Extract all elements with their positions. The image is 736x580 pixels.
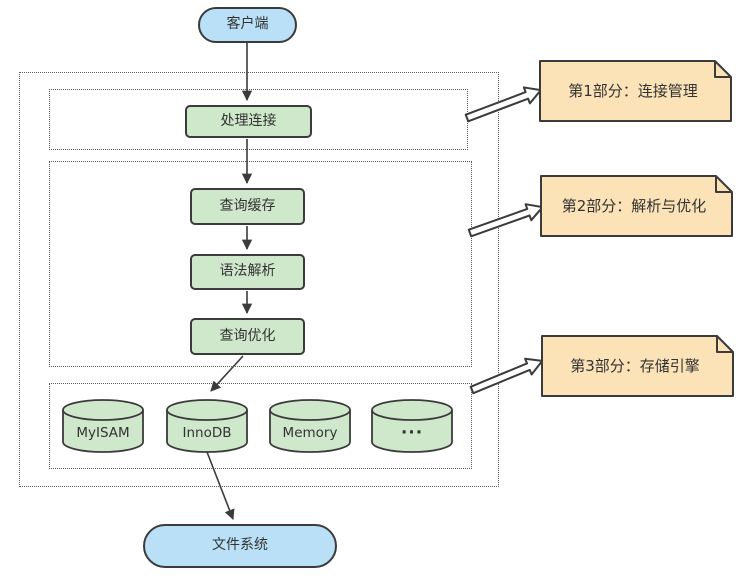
node-query-cache: 查询缓存	[190, 188, 305, 225]
engine-label-myisam: MyISAM	[76, 425, 129, 441]
engine-label-memory: Memory	[283, 425, 338, 441]
cylinder-innodb: InnoDB	[166, 399, 248, 453]
node-handle-connection: 处理连接	[185, 105, 312, 138]
callout-arrow-section3-icon	[469, 357, 544, 395]
node-client: 客户端	[198, 7, 297, 43]
note1-label: 第1部分：连接管理	[568, 82, 698, 100]
node-filesystem-label: 文件系统	[212, 537, 268, 554]
node-handle-connection-label: 处理连接	[220, 112, 277, 129]
note-section1: 第1部分：连接管理	[539, 60, 732, 122]
node-syntax-parse: 语法解析	[190, 254, 305, 290]
section3-storage-engine-box	[49, 383, 472, 469]
engine-label-innodb: InnoDB	[182, 425, 231, 441]
callout-arrow-section1-icon	[464, 86, 542, 123]
node-query-cache-label: 查询缓存	[219, 197, 276, 214]
note-section2: 第2部分：解析与优化	[540, 175, 733, 237]
section2-parse-optimize-box	[49, 161, 472, 367]
cylinder-other-engines: ···	[371, 399, 453, 453]
cylinder-myisam: MyISAM	[62, 399, 144, 453]
node-filesystem: 文件系统	[143, 524, 337, 568]
note3-label: 第3部分：存储引擎	[570, 357, 700, 375]
node-syntax-parse-label: 语法解析	[219, 263, 276, 280]
note3-fold-corner-icon	[716, 336, 733, 353]
connector-optimizer-to-engine	[210, 355, 244, 392]
node-query-optimize-label: 查询优化	[219, 327, 276, 344]
node-query-optimize: 查询优化	[190, 318, 305, 355]
note-section3: 第3部分：存储引擎	[541, 335, 734, 397]
cylinder-memory: Memory	[269, 399, 351, 453]
note2-fold-corner-icon	[715, 176, 732, 193]
callout-arrow-section2-icon	[467, 203, 544, 238]
note1-fold-corner-icon	[714, 61, 731, 78]
node-client-label: 客户端	[226, 16, 269, 33]
engine-label-ellipsis: ···	[401, 423, 423, 443]
connector-engine-to-filesystem	[206, 451, 235, 520]
note2-label: 第2部分：解析与优化	[562, 197, 707, 215]
server-boundary-box	[19, 72, 499, 487]
